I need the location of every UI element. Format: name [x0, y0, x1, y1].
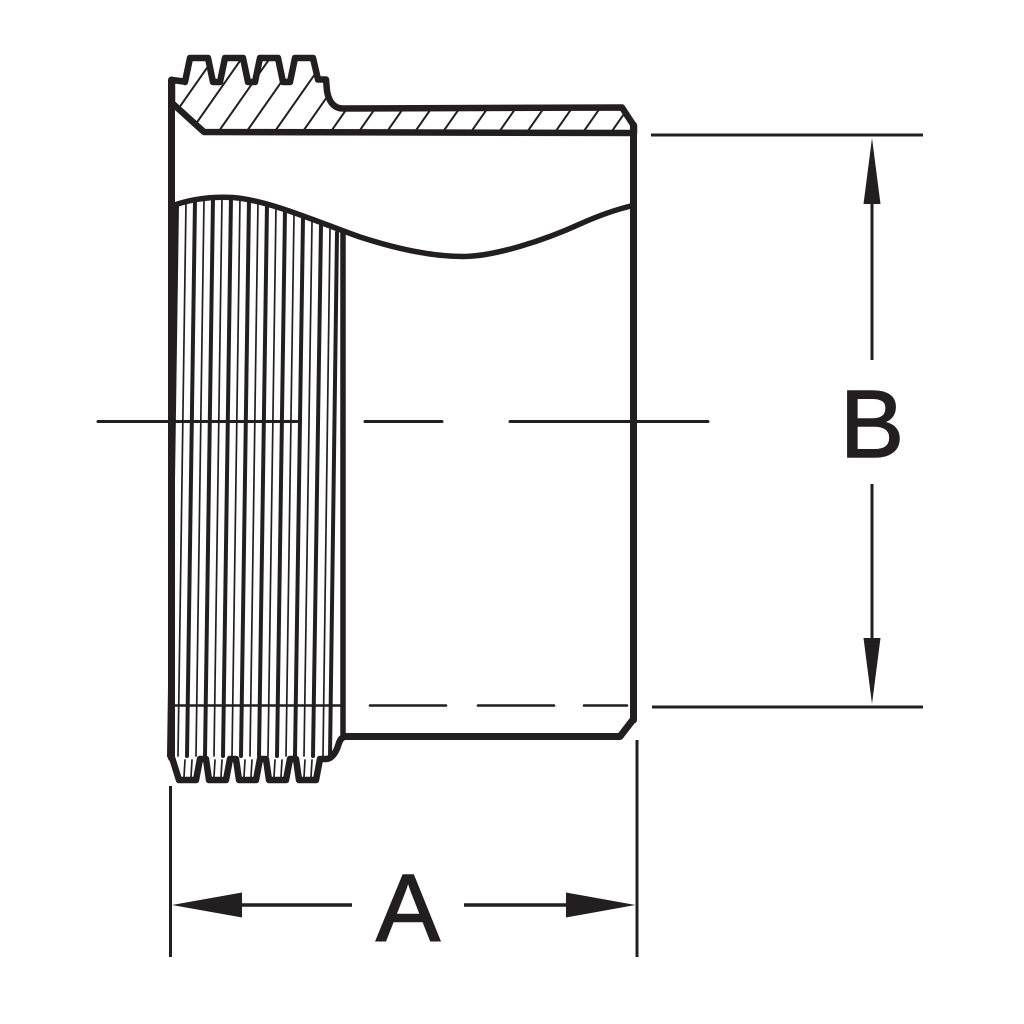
dimension-a: A: [169, 740, 639, 963]
dim-a-arrow-left: [172, 892, 242, 918]
bottom-edge-line: [341, 715, 637, 740]
tooth-flank-lines: [183, 759, 313, 778]
section-hatch-area: [168, 54, 638, 137]
wavy-break-line: [169, 194, 636, 260]
bottom-thread-teeth: [168, 733, 351, 784]
dim-a-arrow-right: [566, 892, 636, 918]
dim-b-arrow-up: [863, 138, 881, 204]
dim-b-arrow-down: [863, 638, 881, 704]
thread-crest-lines: [167, 195, 339, 758]
dim-a-label: A: [376, 855, 440, 962]
dimension-b: B: [651, 133, 923, 709]
thread-root-lines: [177, 196, 331, 757]
section-band: [168, 54, 638, 137]
thread-lines: [167, 195, 339, 778]
dim-b-label: B: [840, 371, 904, 478]
